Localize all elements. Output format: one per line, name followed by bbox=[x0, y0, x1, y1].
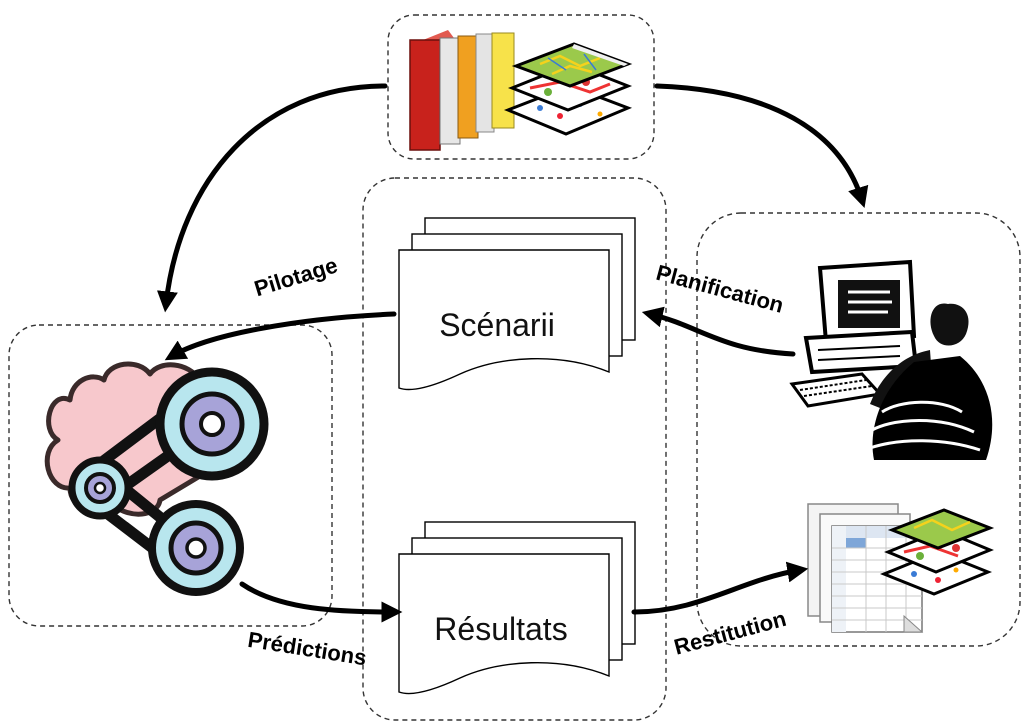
spreadsheet-and-map-layers-icon bbox=[807, 503, 995, 633]
person-at-computer-icon bbox=[789, 259, 993, 460]
documents-frame bbox=[362, 177, 667, 721]
books-icon bbox=[409, 30, 515, 151]
scenarios-label: Scénarii bbox=[439, 307, 555, 343]
gear-belts bbox=[88, 384, 204, 572]
arrow-model-to-results bbox=[239, 581, 403, 623]
arrow-user-to-scenarios bbox=[641, 306, 796, 357]
small-gear bbox=[68, 456, 132, 520]
arrow-results-to-output bbox=[631, 561, 809, 615]
books-and-map-layers-icon bbox=[409, 30, 633, 151]
large-gear bbox=[155, 367, 269, 481]
map-layers-icon-2 bbox=[879, 508, 995, 596]
arrow-source-to-model bbox=[156, 83, 388, 313]
arrow-scenarios-to-model bbox=[164, 311, 397, 361]
person bbox=[869, 303, 993, 460]
results-label: Résultats bbox=[434, 611, 567, 647]
arrow-source-to-user bbox=[654, 83, 869, 209]
map-layers-icon bbox=[503, 42, 633, 136]
scenarios-document-stack: Scénarii bbox=[398, 217, 636, 391]
results-document-stack: Résultats bbox=[398, 521, 636, 695]
pilotage-label: Pilotage bbox=[251, 252, 340, 301]
computer-monitor bbox=[803, 259, 919, 375]
predictions-label: Prédictions bbox=[246, 627, 368, 670]
planification-label: Planification bbox=[654, 260, 787, 318]
model-frame bbox=[8, 324, 333, 627]
keyboard bbox=[789, 372, 883, 408]
source-frame bbox=[387, 14, 655, 160]
user-frame bbox=[696, 212, 1021, 647]
bottom-gear bbox=[148, 500, 244, 596]
restitution-label: Restitution bbox=[671, 606, 788, 660]
gears-cloud-icon bbox=[44, 361, 269, 596]
